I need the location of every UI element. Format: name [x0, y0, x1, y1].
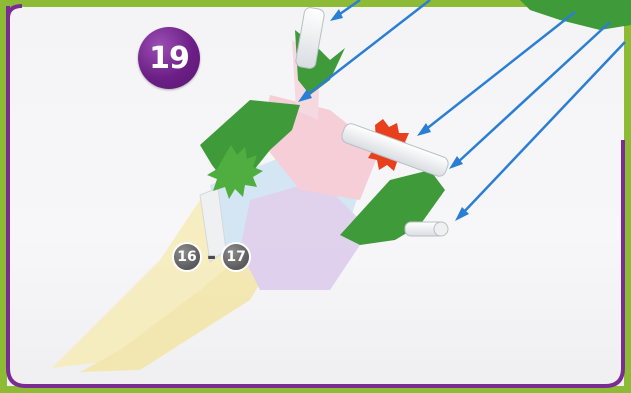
ghost-model: [52, 40, 380, 372]
reference-step-end-badge: 17: [221, 242, 251, 272]
step-number: 19: [149, 41, 189, 76]
arrow-head-icon: [417, 123, 431, 136]
arrow-head-icon: [330, 9, 343, 21]
arrow-icon: [425, 12, 575, 130]
rod-end-cap: [434, 222, 448, 236]
inner-frame-corner: [8, 6, 22, 18]
arrow-icon: [306, 0, 430, 96]
reference-step-start-badge: 16: [172, 242, 202, 272]
reference-steps: 16 - 17: [172, 241, 251, 273]
step-number-badge: 19: [138, 27, 200, 89]
green-connector-corner: [520, 0, 631, 30]
reference-separator: -: [207, 245, 216, 270]
arrow-icon: [462, 42, 625, 214]
